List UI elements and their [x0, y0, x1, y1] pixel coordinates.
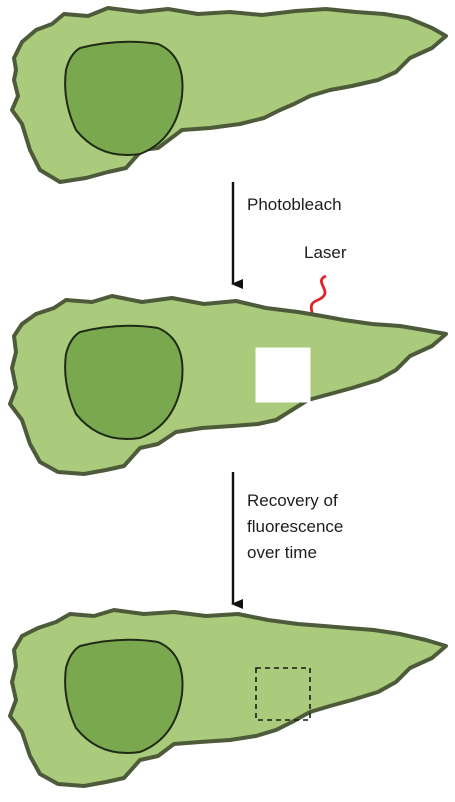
- laser-label: Laser: [304, 243, 347, 262]
- recovery-label-line-3: over time: [247, 543, 317, 562]
- cell-before: [12, 8, 446, 182]
- bleached-spot: [256, 348, 310, 402]
- photobleach-label: Photobleach: [247, 195, 342, 214]
- nucleus: [65, 326, 182, 439]
- nucleus: [65, 640, 182, 753]
- recovery-label-line-1: Recovery of: [247, 491, 338, 510]
- step-photobleach: Photobleach: [233, 182, 342, 284]
- step-recovery: Recovery of fluorescence over time: [233, 472, 343, 604]
- recovery-label-line-2: fluorescence: [247, 517, 343, 536]
- cell-bleached: [10, 296, 446, 474]
- nucleus: [65, 42, 182, 155]
- cell-recovered: [10, 610, 446, 786]
